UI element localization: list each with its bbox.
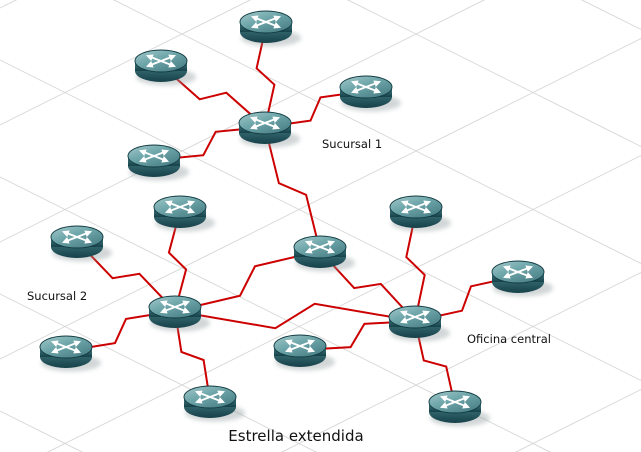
router-arrows-icon [284,339,316,353]
router-s1-sat-southwest [127,144,189,181]
diagram-title: Estrella extendida [228,427,364,445]
router-arrows-icon [502,265,534,279]
router-hub-sucursal1 [238,111,300,148]
router-arrows-icon [250,15,282,29]
router-arrows-icon [164,200,196,214]
router-s2-sat-southwest [39,335,101,372]
router-arrows-icon [350,80,382,94]
router-s2-sat-south [183,385,245,422]
router-arrows-icon [145,54,177,68]
router-s1-sat-east [339,75,401,112]
router-arrows-icon [400,200,432,214]
router-oc-sat-west [273,334,335,371]
router-arrows-icon [249,116,281,130]
router-oc-sat-south [428,390,490,427]
wan-link-s1-sat-north--hub-sucursal1 [255,25,276,128]
label-sucursal-1: Sucursal 1 [322,137,383,151]
router-hub-sucursal2 [148,295,210,332]
router-hub-oficina-central [388,305,450,342]
wan-link-hub-sucursal1--relay-center [264,126,321,252]
wan-link-s2-sat-north--hub-sucursal2 [167,210,188,312]
wan-link-oc-sat-north--hub-oficina-central [405,210,426,322]
router-oc-sat-east [491,260,553,297]
router-s1-sat-north [239,10,301,47]
wan-link-hub-sucursal2--hub-oficina-central [174,302,416,330]
router-arrows-icon [138,149,170,163]
router-arrows-icon [61,230,93,244]
label-sucursal-2: Sucursal 2 [27,289,88,303]
router-arrows-icon [194,390,226,404]
router-s2-sat-north [153,195,215,232]
router-arrows-icon [304,240,336,254]
router-arrows-icon [439,395,471,409]
router-arrows-icon [399,310,431,324]
wan-link-s2-sat-south--hub-sucursal2 [174,310,211,402]
router-oc-sat-north [389,195,451,232]
router-relay-center [293,235,355,272]
routers [39,10,553,427]
router-arrows-icon [159,300,191,314]
label-oficina-central: Oficina central [467,332,551,346]
wan-link-relay-center--hub-sucursal2 [174,250,321,312]
router-s1-sat-west [134,49,196,86]
router-s2-sat-northwest [50,225,112,262]
router-arrows-icon [50,340,82,354]
